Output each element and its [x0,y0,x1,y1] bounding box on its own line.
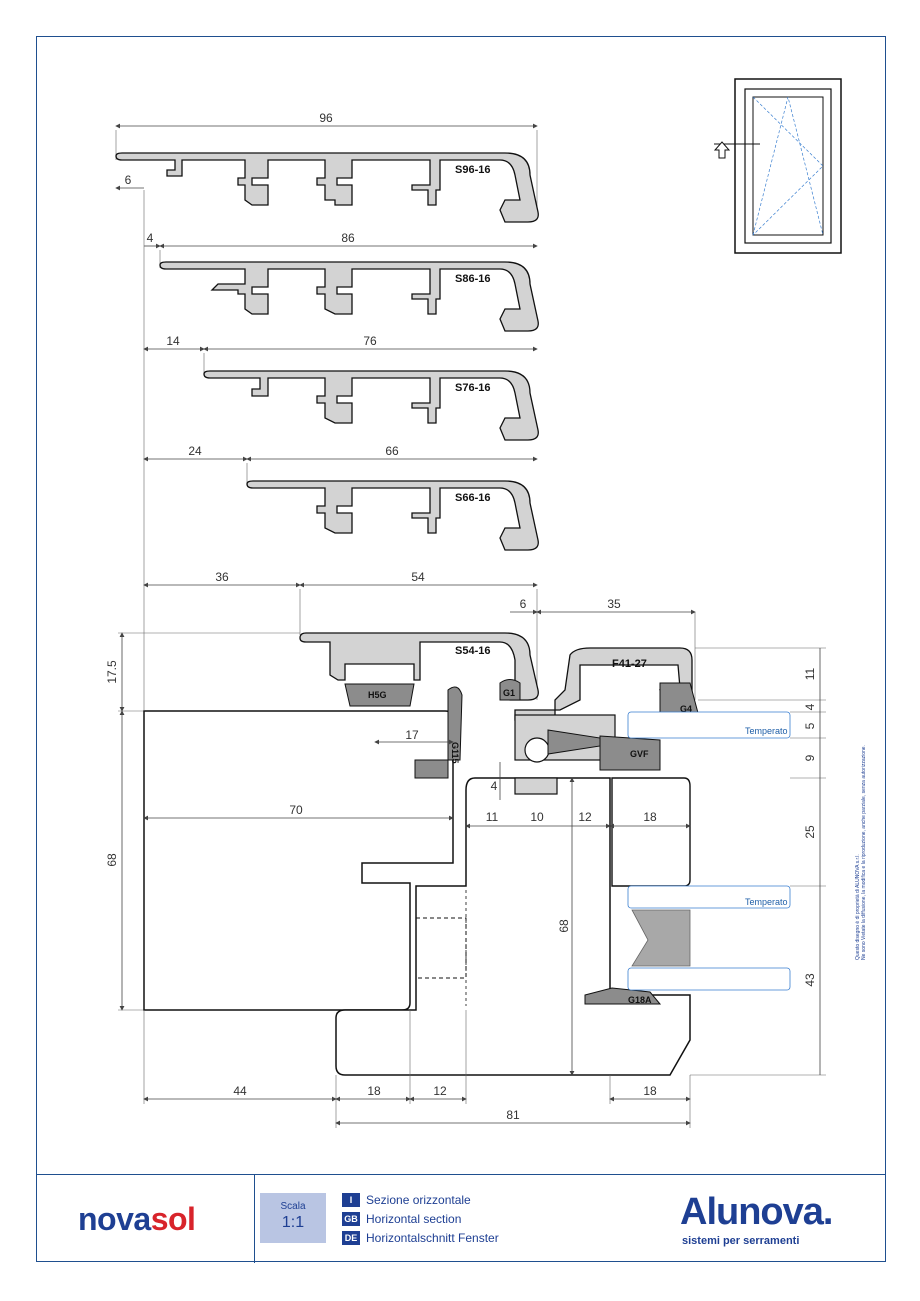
dim-s86-width: 86 [341,231,355,245]
dim-18-inner: 18 [643,810,657,824]
code-s76: S76-16 [455,382,490,394]
title-block: novasol Scala 1:1 I Sezione orizzontale G… [36,1174,886,1263]
scale-value: 1:1 [281,1214,305,1231]
dim-s86-offset: 4 [147,231,154,245]
window-icon [713,78,842,254]
lang-text-gb: Horizontal section [366,1211,462,1226]
dim-17: 17 [405,728,419,742]
dim-s76-offset: 14 [166,334,180,348]
dim-s96-offset: 6 [125,173,132,187]
code-f41: F41-27 [612,658,647,670]
drawing-sheet [36,36,886,1262]
right-dims: 11 4 5 9 25 43 [690,647,826,1076]
glass-label-1: Temperato [745,726,788,736]
dim-11: 11 [803,667,817,680]
profile-s86: 4 86 S86-16 [144,231,539,332]
tag-g4: G4 [680,704,692,714]
novasol-logo: novasol [78,1201,196,1238]
dim-s66-offset: 24 [188,444,202,458]
alunova-tagline: sistemi per serramenti [682,1235,800,1247]
dim-12-bottom: 12 [433,1084,447,1098]
code-s96: S96-16 [455,164,490,176]
lang-text-it: Sezione orizzontale [366,1192,471,1207]
dim-10: 10 [530,810,544,824]
alunova-wordmark: Alunova. [680,1191,833,1233]
lang-text-de: Horizontalschnitt Fenster [366,1230,499,1245]
tag-g18a: G18A [628,995,652,1005]
novasol-logo-part-b: sol [150,1201,196,1237]
tag-gvf: GVF [630,749,649,759]
glass-label-2: Temperato [745,897,788,907]
code-s86: S86-16 [455,273,490,285]
lang-code-it: I [342,1192,360,1207]
dim-44: 44 [233,1084,247,1098]
code-s66: S66-16 [455,492,490,504]
dim-25: 25 [803,825,817,839]
dim-12-inner: 12 [578,810,592,824]
scale-box: Scala 1:1 [260,1193,326,1243]
tag-g115: G115 [450,742,460,764]
lang-row-de: DE Horizontalschnitt Fenster [342,1230,499,1246]
dim-s96-width: 96 [319,111,333,125]
novasol-logo-part-a: nova [78,1201,151,1237]
scale-label: Scala [280,1201,306,1212]
dim-5: 5 [803,722,817,729]
dim-4-inner: 4 [491,779,498,793]
copyright-notice: Questo disegno è di proprietà di ALUNOVA… [855,660,867,960]
tag-h5g: H5G [368,690,387,700]
lang-code-gb: GB [342,1211,360,1226]
lang-code-de: DE [342,1230,360,1245]
code-s54: S54-16 [455,645,490,657]
dim-54: 54 [411,570,425,584]
dim-6: 6 [520,597,527,611]
dim-4: 4 [803,703,817,710]
dim-70: 70 [289,803,303,817]
dim-s76-width: 76 [363,334,377,348]
dim-s66-width: 66 [385,444,399,458]
dim-18-bottom: 18 [367,1084,381,1098]
dim-81: 81 [506,1108,520,1122]
dim-68-left: 68 [105,853,119,867]
alunova-logo: Alunova. sistemi per serramenti [680,1191,833,1247]
lang-row-gb: GB Horizontal section [342,1211,461,1227]
profile-s66: 24 66 S66-16 [143,444,539,551]
tag-g1: G1 [503,688,515,698]
main-section: 36 54 6 35 17.5 68 S54-16 H5G [105,570,826,1128]
dim-36: 36 [215,570,229,584]
dim-11-inner: 11 [486,810,499,824]
profile-s76: 14 76 S76-16 [143,334,539,441]
dim-9: 9 [803,754,817,761]
lang-row-it: I Sezione orizzontale [342,1192,471,1208]
dim-68-inner: 68 [557,919,571,933]
dim-18-bottom-right: 18 [643,1084,657,1098]
copyright-line-2: Ne sono Vietate la diffusione, la modifi… [861,745,867,960]
dim-35: 35 [607,597,621,611]
dim-43: 43 [803,973,817,987]
divider [254,1175,255,1263]
dim-17-5: 17.5 [105,660,119,684]
profile-s96: 96 S96-16 6 [115,111,539,223]
